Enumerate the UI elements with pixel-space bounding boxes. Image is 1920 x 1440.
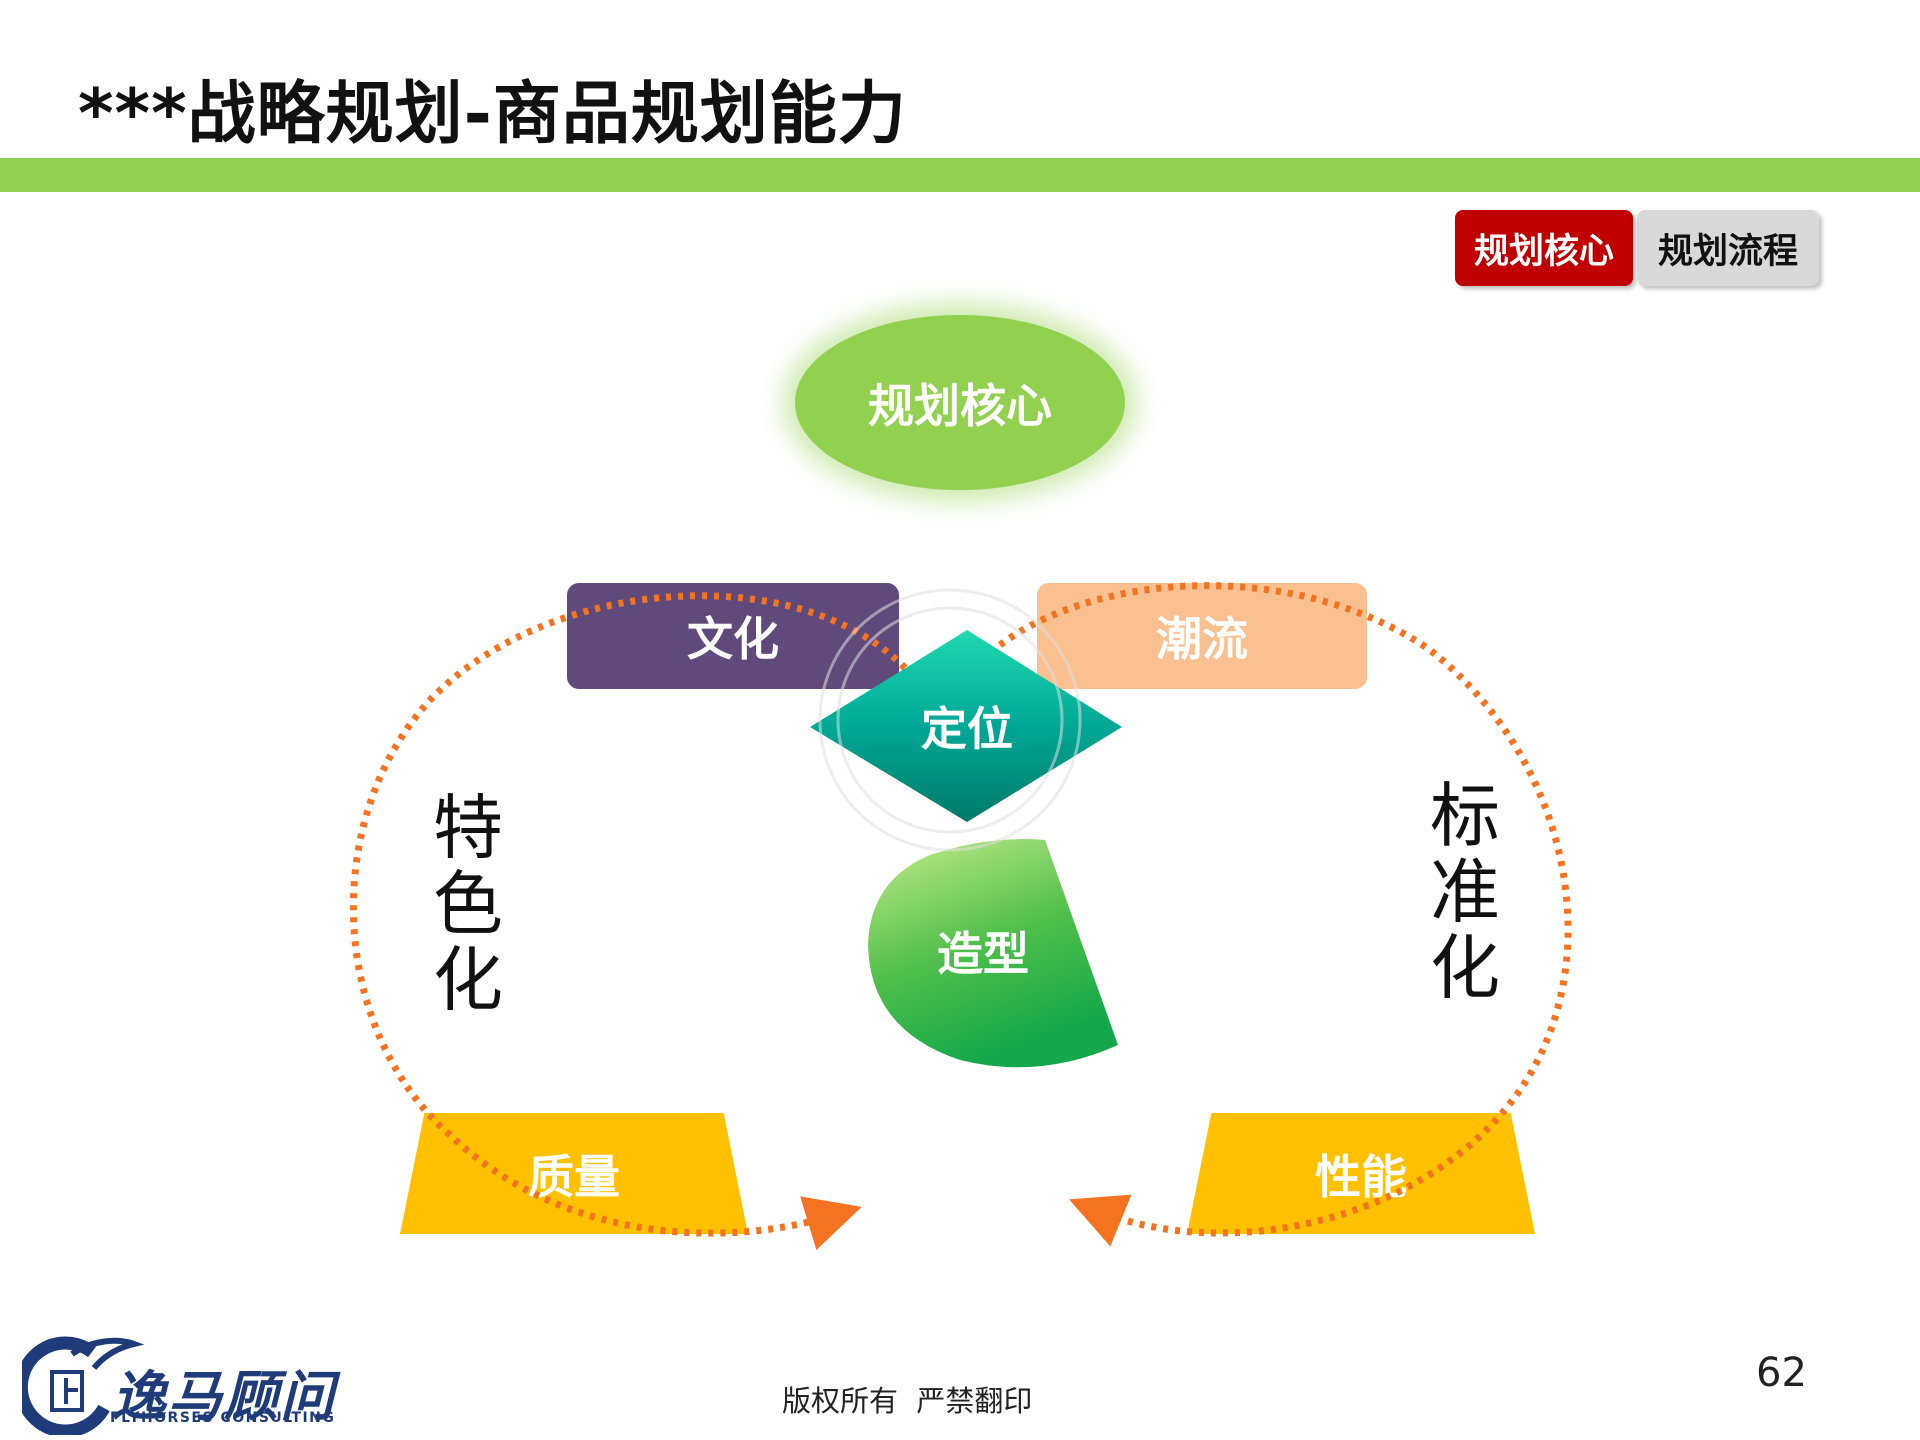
tab-planning-core[interactable]: 规划核心	[1455, 210, 1633, 286]
page-number: 62	[1756, 1350, 1807, 1396]
styling-shape	[868, 839, 1118, 1068]
left-vertical-label: 特色化	[433, 787, 503, 1021]
quality-label: 质量	[528, 1149, 620, 1204]
company-logo-mark	[22, 1336, 145, 1435]
copyright-notice: 版权所有 严禁翻印	[782, 1384, 1033, 1418]
page-title: ***战略规划-商品规划能力	[78, 75, 907, 154]
positioning-diamond	[810, 630, 1122, 822]
culture-label: 文化	[687, 612, 779, 666]
header-divider	[0, 158, 1920, 192]
logo-text-cn: 逸马顾问	[112, 1365, 336, 1428]
core-ellipse: 规划核心	[795, 315, 1125, 490]
positioning-label: 定位	[921, 702, 1013, 756]
performance-trapezoid: 性能	[1187, 1113, 1535, 1234]
performance-label: 性能	[1315, 1149, 1407, 1204]
styling-label: 造型	[937, 927, 1029, 981]
watermark-stamp	[818, 588, 1082, 852]
tab-planning-process[interactable]: 规划流程	[1637, 210, 1819, 286]
core-label: 规划核心	[868, 378, 1052, 433]
quality-trapezoid: 质量	[400, 1113, 748, 1234]
right-vertical-label: 标准化	[1430, 775, 1500, 1009]
logo-text-en: FLYHORSES CONSULTING	[110, 1410, 336, 1426]
trend-label: 潮流	[1156, 612, 1248, 666]
